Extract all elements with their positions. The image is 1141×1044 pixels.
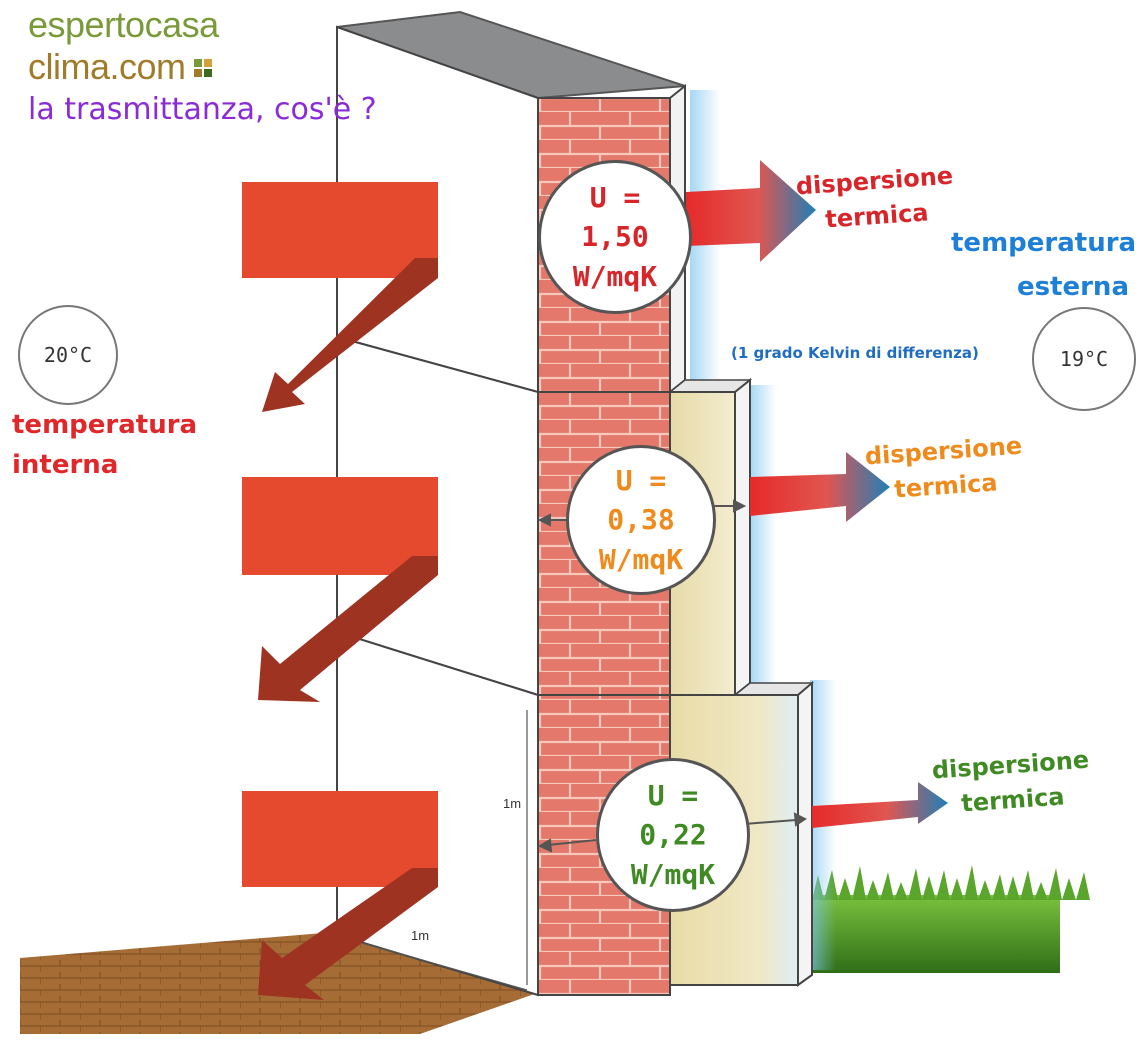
thickness-arrows — [537, 499, 807, 853]
internal-temperature-label: temperatura interna — [12, 405, 197, 486]
logo-domain: clima.com — [28, 46, 212, 88]
external-label-line2: esterna — [1016, 271, 1129, 302]
dispersion-label-1: dispersione termica — [795, 159, 957, 239]
grass — [812, 865, 1090, 973]
dispersion-arrow-2 — [750, 452, 890, 522]
external-temperature-value: 19°C — [1059, 347, 1109, 371]
logo-part-esperto: esperto — [28, 4, 145, 45]
u-unit: W/mqK — [630, 857, 716, 891]
internal-label-line1: temperatura — [12, 410, 198, 440]
u-label: U = — [589, 181, 641, 215]
dispersion-label-2: dispersione termica — [864, 429, 1026, 509]
dispersion-arrow-3 — [812, 782, 948, 828]
kelvin-note: (1 grado Kelvin di differenza) — [731, 344, 979, 362]
dispersion-arrow-1 — [686, 160, 816, 262]
u-value: 0,38 — [607, 503, 675, 537]
logo-part-clima: clima.com — [28, 46, 186, 87]
heat-arrow-2 — [242, 477, 438, 702]
internal-temperature-circle: 20°C — [18, 305, 118, 405]
page-subtitle: la trasmittanza, cos'è ? — [28, 92, 377, 127]
internal-temperature-value: 20°C — [43, 343, 93, 367]
logo-squares-icon — [193, 59, 212, 77]
u-value-circle-3: U = 0,22 W/mqK — [596, 758, 750, 912]
width-dimension: 1m — [411, 928, 430, 943]
u-value-circle-1: U = 1,50 W/mqK — [538, 160, 692, 314]
external-temperature-circle: 19°C — [1032, 307, 1136, 411]
external-label-line1: temperatura — [951, 228, 1137, 258]
dispersion-label-3: dispersione termica — [931, 743, 1093, 823]
logo: espertocasa — [28, 4, 219, 46]
heat-arrow-3 — [242, 791, 438, 1000]
u-unit: W/mqK — [572, 259, 658, 293]
heat-arrow-1 — [242, 182, 438, 412]
u-unit: W/mqK — [598, 542, 684, 576]
u-label: U = — [615, 464, 667, 498]
height-dimension: 1m — [503, 796, 522, 811]
internal-label-line2: interna — [12, 450, 119, 481]
logo-part-casa: casa — [144, 4, 220, 45]
external-temperature-label: temperatura esterna — [951, 222, 1137, 309]
u-value: 1,50 — [581, 220, 649, 254]
u-value-circle-2: U = 0,38 W/mqK — [566, 445, 716, 595]
u-value: 0,22 — [639, 818, 707, 852]
dimension-lines — [344, 710, 528, 991]
u-label: U = — [647, 779, 699, 813]
